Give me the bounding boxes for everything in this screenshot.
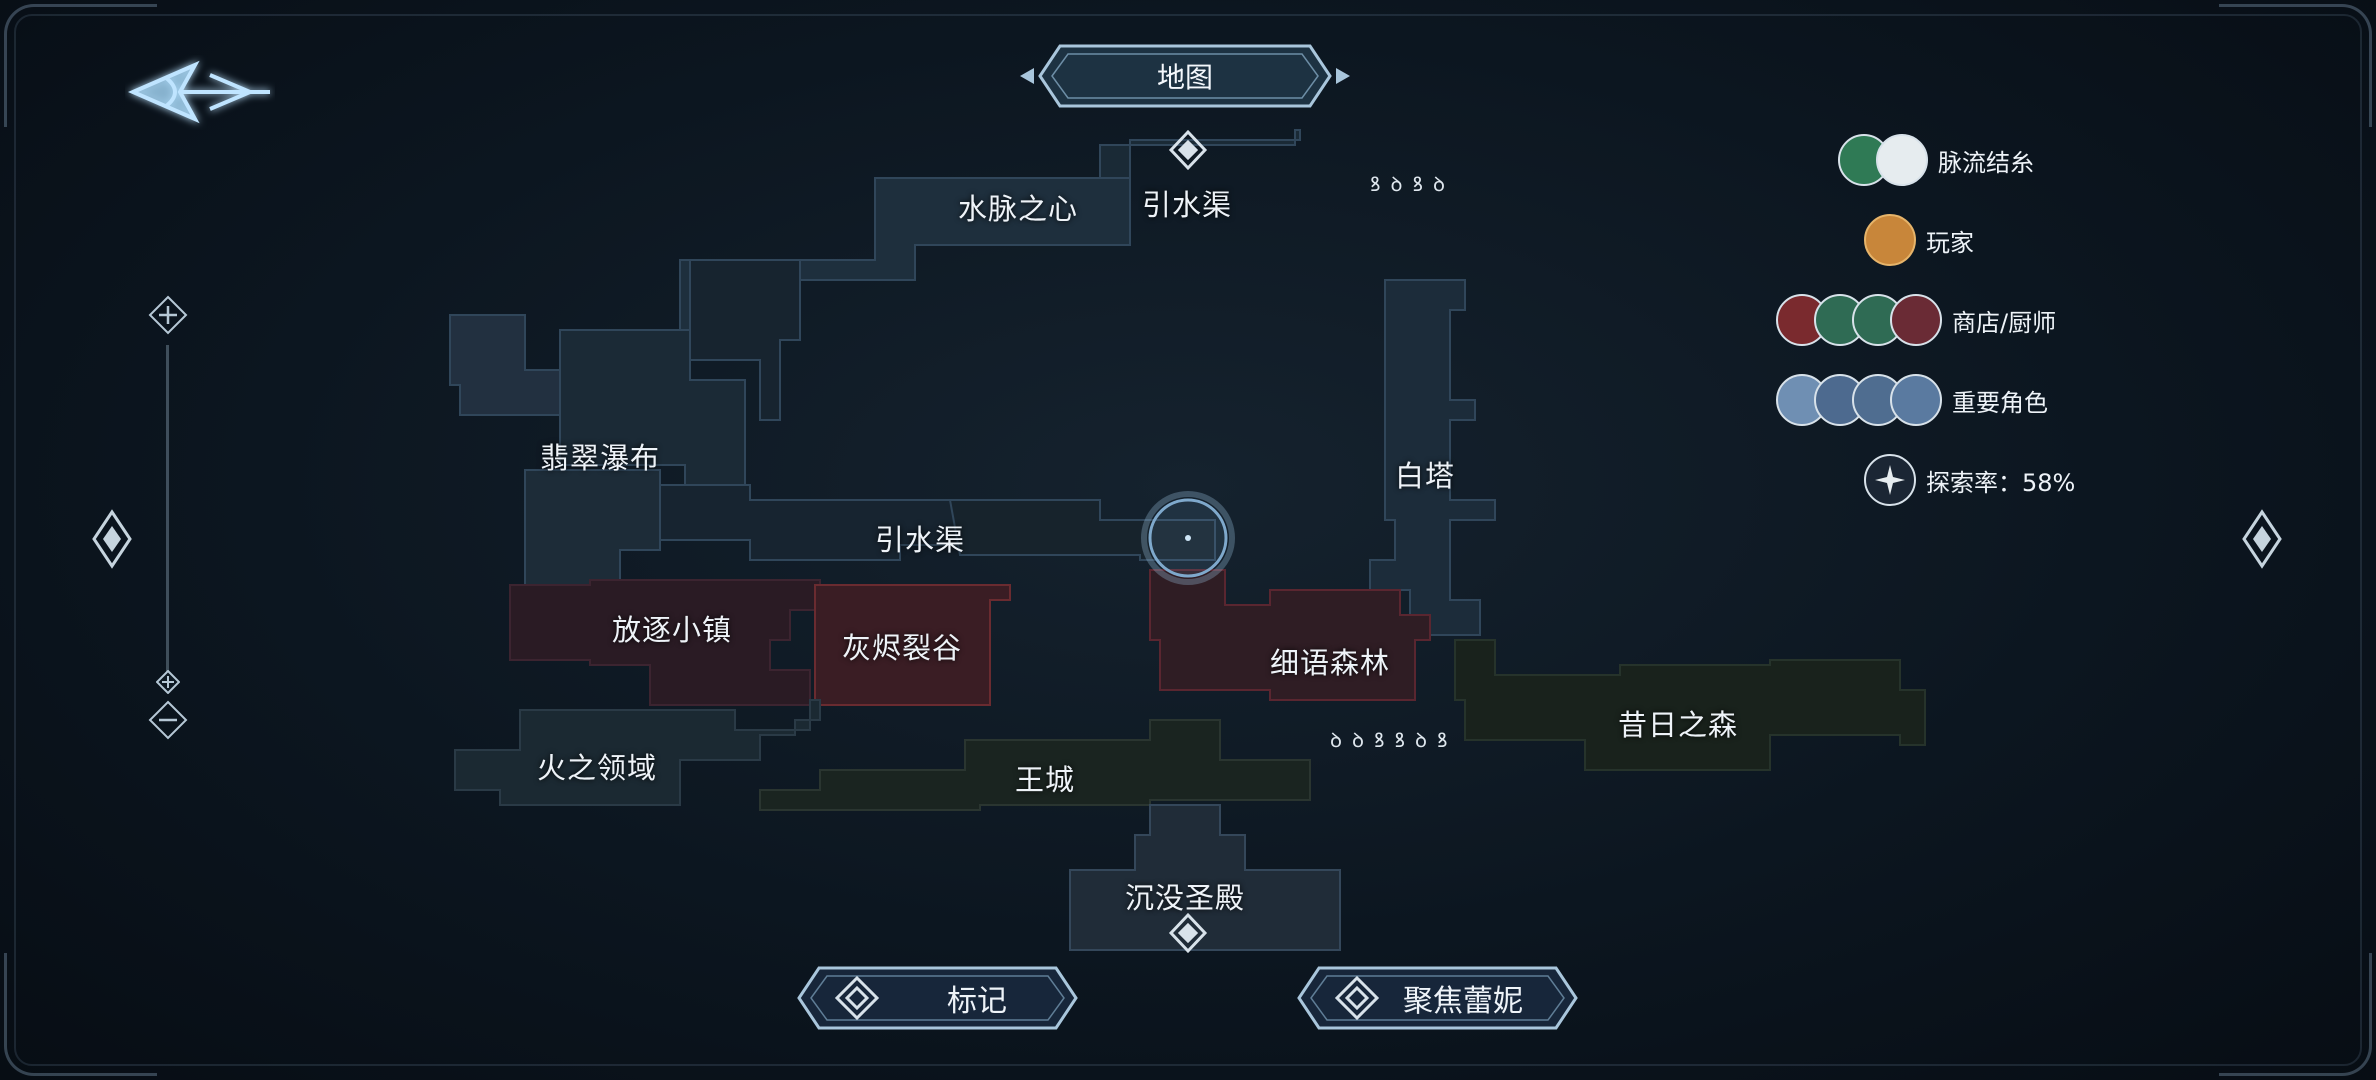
legend-row-exploration: 探索率：58% — [1864, 454, 2075, 506]
player-face-icon — [1864, 214, 1916, 266]
rune-glyphs-top: ꝸꝺꝸꝺ — [1370, 172, 1455, 196]
map-label-feicui-pubu: 翡翠瀑布 — [540, 441, 661, 475]
rune-glyphs-middle: ꝺꝺꝸꝸꝺꝸ — [1330, 728, 1458, 752]
map-waypoint-markers — [1168, 129, 1208, 954]
legend-row-characters: 重要角色 — [1776, 374, 2048, 426]
zoom-out-icon[interactable] — [148, 700, 188, 740]
legend-label: 重要角色 — [1952, 388, 2048, 417]
map-label-chenmo-shengdian: 沉没圣殿 — [1125, 881, 1246, 915]
focus-button-label: 聚焦蕾妮 — [1403, 984, 1523, 1019]
corner-ornament-top-left — [4, 4, 157, 127]
corner-ornament-bottom-left — [4, 953, 157, 1076]
page-title: 地图 — [1156, 61, 1213, 94]
zoom-in-icon[interactable] — [148, 295, 188, 335]
compass-icon — [1864, 454, 1916, 506]
map-region-water — [449, 129, 1496, 636]
exploration-rate-label: 探索率：58% — [1926, 468, 2076, 497]
mark-icon — [834, 975, 880, 1021]
map-region-forest — [1454, 639, 1926, 771]
legend-label: 玩家 — [1926, 228, 1974, 257]
back-arrow-icon — [127, 60, 270, 124]
swirl-icon — [1876, 134, 1928, 186]
map-label-yinshuiqu-top: 引水渠 — [1142, 188, 1233, 222]
corner-ornament-top-right — [2219, 4, 2372, 127]
focus-button[interactable]: 聚焦蕾妮 — [1285, 960, 1590, 1036]
mark-button[interactable]: 标记 — [785, 960, 1090, 1036]
map-label-huijin-liegu: 灰烬裂谷 — [842, 631, 963, 665]
chef-icon — [1890, 294, 1942, 346]
map-region-fire — [509, 569, 1431, 706]
zoom-slider-track[interactable] — [166, 345, 169, 675]
map-label-yinshuiqu-mid: 引水渠 — [875, 523, 966, 557]
legend-row-shop: 商店/厨师 — [1776, 294, 2056, 346]
map-label-shuimai-zhixin: 水脉之心 — [958, 192, 1079, 226]
map-region-south — [454, 699, 1341, 951]
back-button[interactable] — [125, 55, 275, 130]
map-label-baita: 白塔 — [1395, 459, 1456, 493]
legend-row-vein-knot: 脉流结糸 — [1838, 134, 2034, 186]
player-position-marker — [1141, 491, 1235, 585]
focus-icon — [1334, 975, 1380, 1021]
map-label-xiri-zhisen: 昔日之森 — [1618, 708, 1739, 742]
legend-label: 商店/厨师 — [1952, 308, 2057, 337]
legend-row-player: 玩家 — [1864, 214, 1974, 266]
zoom-slider-handle[interactable] — [155, 669, 181, 695]
character-icon-4 — [1890, 374, 1942, 426]
map-label-wangcheng: 王城 — [1015, 763, 1076, 797]
previous-page-arrow-icon[interactable] — [90, 508, 134, 570]
map-label-huo-zhi-lingyu: 火之领域 — [537, 751, 658, 785]
mark-button-label: 标记 — [947, 984, 1007, 1019]
next-page-arrow-icon[interactable] — [2240, 508, 2284, 570]
map-label-xiyu-senlin: 细语森林 — [1270, 646, 1391, 680]
corner-ornament-bottom-right — [2219, 953, 2372, 1076]
map-label-fangzhu-xiaozhen: 放逐小镇 — [612, 613, 733, 647]
legend-label: 脉流结糸 — [1938, 148, 2034, 177]
title-plate: 地图 — [1020, 38, 1350, 114]
